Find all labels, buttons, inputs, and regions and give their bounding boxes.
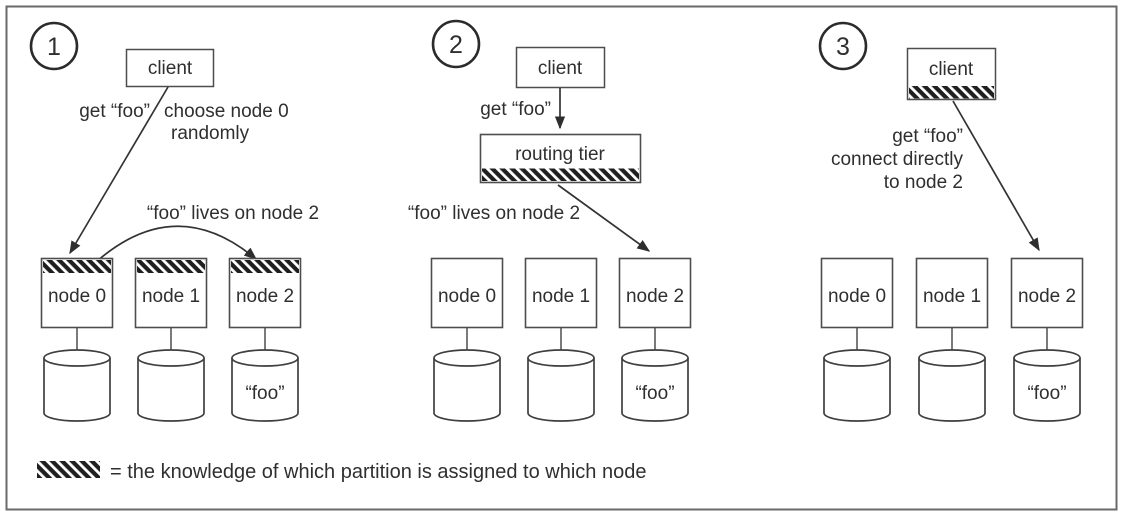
- panel-3-note-line1: get “foo”: [892, 126, 963, 147]
- panel-1-request-label: get “foo”: [79, 101, 150, 122]
- panel-1-forward-label: “foo” lives on node 2: [147, 203, 319, 224]
- panel-1-random-routing: 1 client get “foo” choose node 0 randoml…: [29, 21, 319, 422]
- panel-1-node-1-label: node 1: [142, 286, 200, 307]
- panel-2-routing-tier: 2 client get “foo” routing tier “foo” li…: [408, 19, 692, 422]
- panel-3-node-2-label: node 2: [1018, 286, 1076, 307]
- panel-3-node-0-label: node 0: [828, 286, 886, 307]
- panel-1-note-line1: choose node 0: [164, 101, 289, 122]
- legend-hatch-swatch: [37, 461, 100, 478]
- panel-2-number: 2: [449, 31, 463, 59]
- legend-text: = the knowledge of which partition is as…: [110, 461, 646, 483]
- panel-3-foo-data-label: “foo”: [1027, 383, 1066, 404]
- panel-2-db-2: “foo”: [621, 327, 689, 422]
- panel-2-router-knowledge-hatch: [482, 168, 639, 181]
- panel-1-number: 1: [47, 33, 61, 61]
- panel-3-db-0: [823, 327, 891, 422]
- panel-3-note-line2: connect directly: [831, 149, 964, 170]
- panel-2-request-label: get “foo”: [480, 99, 551, 120]
- panel-1-forward-arrow: [95, 225, 257, 263]
- panel-2-node-1: node 1: [524, 257, 598, 329]
- panel-2-number-circle: [431, 19, 481, 69]
- panel-1-db-1: [137, 327, 205, 422]
- panel-2-router-to-node2-arrow: [557, 184, 651, 252]
- panel-3-node-0: node 0: [820, 257, 894, 329]
- panel-3-client-direct: 3 client get “foo” connect directly to n…: [818, 21, 1084, 422]
- panel-3-node-1: node 1: [915, 257, 989, 329]
- panel-1-node-1-knowledge-hatch: [137, 260, 205, 273]
- legend: = the knowledge of which partition is as…: [37, 461, 646, 483]
- panel-1-node-0-knowledge-hatch: [43, 260, 111, 273]
- panel-3-client-label: client: [929, 59, 974, 80]
- panel-3-db-1: [918, 327, 986, 422]
- panel-2-client-box: [515, 46, 606, 89]
- panel-1-client-label: client: [148, 58, 193, 79]
- panel-1-client-box: [125, 48, 215, 88]
- panel-1-node-2-label: node 2: [236, 286, 294, 307]
- panel-2-node-2: node 2: [618, 257, 692, 329]
- panel-2-node-1-label: node 1: [532, 286, 590, 307]
- panel-2-route-label: “foo” lives on node 2: [408, 203, 580, 224]
- panel-3-node-1-label: node 1: [923, 286, 981, 307]
- panel-3-db-2: “foo”: [1013, 327, 1081, 422]
- panel-3-client-knowledge-hatch: [909, 86, 994, 99]
- panel-2-node-0: node 0: [430, 257, 504, 329]
- panel-3-number: 3: [836, 33, 850, 61]
- panel-1-number-circle: [29, 21, 79, 71]
- panel-1-client-to-node0-arrow: [69, 86, 169, 255]
- panel-1-foo-data-label: “foo”: [245, 383, 284, 404]
- panel-3-note-line3: to node 2: [884, 172, 963, 193]
- panel-1-note-line2: randomly: [171, 123, 250, 144]
- panel-3-node-2: node 2: [1010, 257, 1084, 329]
- panel-1-db-2: “foo”: [231, 327, 299, 422]
- panel-2-routing-tier-box: routing tier: [479, 133, 642, 184]
- panel-2-db-0: [433, 327, 501, 422]
- panel-1-db-0: [43, 327, 111, 422]
- panel-3-number-circle: [818, 21, 868, 71]
- panel-1-node-0-label: node 0: [48, 286, 106, 307]
- panel-1-node-1: node 1: [134, 257, 208, 329]
- panel-1-node-2-knowledge-hatch: [231, 260, 299, 273]
- panel-3-client-box: client: [906, 47, 997, 101]
- panel-2-node-2-label: node 2: [626, 286, 684, 307]
- panel-1-node-0: node 0: [40, 257, 114, 329]
- panel-2-client-label: client: [538, 58, 583, 79]
- panel-2-node-0-label: node 0: [438, 286, 496, 307]
- panel-2-router-label: routing tier: [515, 144, 605, 165]
- panel-1-node-2: node 2: [228, 257, 302, 329]
- panel-3-client-to-node2-arrow: [952, 100, 1040, 252]
- panel-2-foo-data-label: “foo”: [635, 383, 674, 404]
- panel-2-db-1: [527, 327, 595, 422]
